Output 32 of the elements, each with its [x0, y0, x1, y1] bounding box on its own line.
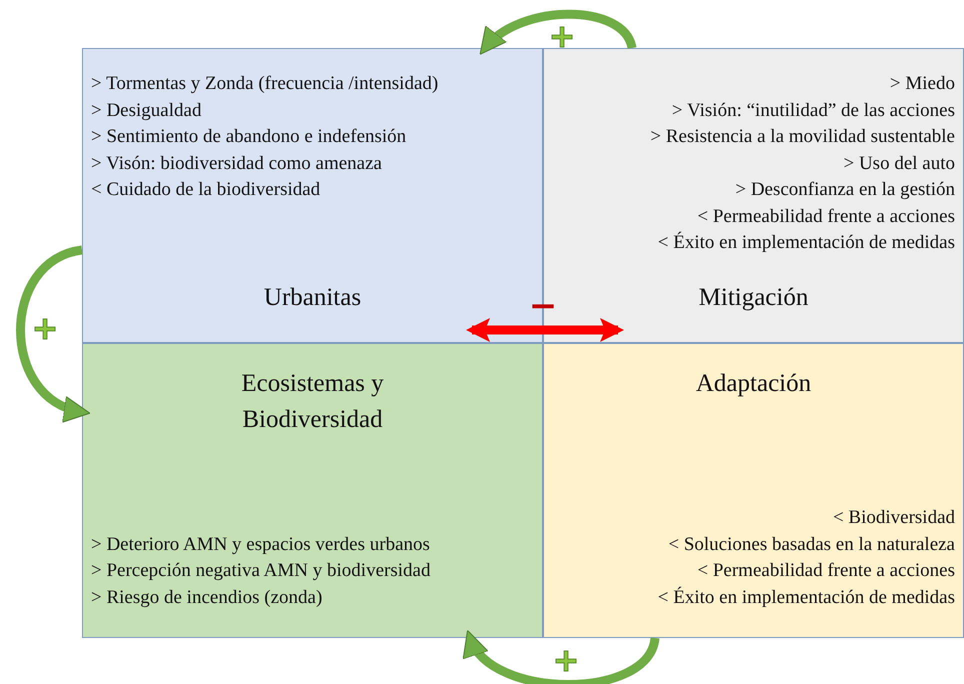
edge-label: +: [548, 20, 576, 52]
edge-label: −: [528, 289, 558, 323]
list-item: < Permeabilidad frente a acciones: [697, 559, 955, 583]
double-arrow: [466, 318, 624, 342]
quadrant-title: Mitigación: [698, 283, 808, 313]
list-item: > Percepción negativa AMN y biodiversidad: [91, 559, 430, 583]
list-item: > Uso del auto: [843, 152, 955, 176]
list-item: > Tormentas y Zonda (frecuencia /intensidad): [91, 72, 438, 96]
list-item: < Soluciones basadas en la naturaleza: [668, 532, 955, 556]
list-item: < Biodiversidad: [832, 506, 955, 530]
quadrant-box: [543, 343, 964, 638]
curved-arrow: [16, 246, 90, 420]
list-item: > Resistencia a la movilidad sustentable: [650, 125, 955, 149]
list-item: < Permeabilidad frente a acciones: [697, 204, 955, 228]
quadrant-title: Adaptación: [696, 369, 812, 399]
list-item: < Éxito en implementación de medidas: [658, 586, 955, 610]
quadrant-box: [82, 343, 543, 638]
list-item: < Éxito en implementación de medidas: [658, 230, 955, 255]
quadrant-title: Ecosistemas y Biodiversidad: [240, 369, 385, 435]
edge-label: +: [32, 312, 58, 344]
list-item: > Deterioro AMN y espacios verdes urbanos: [91, 532, 430, 556]
list-item: > Desigualdad: [91, 98, 202, 122]
list-item: > Sentimiento de abandono e indefensión: [91, 125, 406, 149]
list-item: > Visón: biodiversidad como amenaza: [91, 152, 382, 176]
list-item: > Visión: “inutilidad” de las acciones: [672, 98, 955, 122]
list-item: < Cuidado de la biodiversidad: [91, 178, 320, 202]
list-item: > Desconfianza en la gestión: [735, 178, 955, 202]
curved-arrow: [466, 630, 660, 684]
quadrant-title: Urbanitas: [264, 283, 362, 313]
edge-label: +: [552, 644, 580, 676]
list-item: > Riesgo de incendios (zonda): [91, 586, 322, 610]
list-item: > Miedo: [890, 72, 955, 96]
